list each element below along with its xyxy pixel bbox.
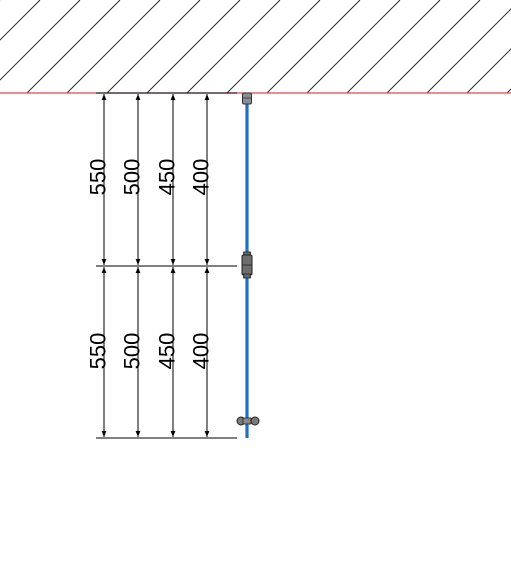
dimension-label: 450 — [155, 333, 180, 370]
ceiling-mount-icon — [242, 92, 252, 105]
dimension-label: 450 — [155, 159, 180, 196]
rod-coupler-icon — [241, 251, 253, 279]
hatch-line — [306, 0, 401, 93]
dimension-label: 400 — [189, 159, 214, 196]
hatch-line — [146, 0, 241, 93]
hatch-line — [0, 0, 81, 81]
hatch-line — [186, 0, 281, 93]
hatch-line — [466, 48, 511, 93]
hatch-line — [0, 0, 41, 41]
hatch-line — [266, 0, 361, 93]
dimension-label: 500 — [120, 159, 145, 196]
dim-upper-550: 550 — [86, 94, 111, 265]
dim-lower-400: 400 — [189, 267, 214, 437]
hatch-line — [346, 0, 441, 93]
dimension-label: 500 — [120, 333, 145, 370]
hatch-line — [226, 0, 321, 93]
dimension-label: 400 — [189, 333, 214, 370]
extension-lines — [96, 92, 237, 439]
hatch-line — [426, 8, 511, 93]
upper-dimension-group: 550 500 450 400 — [86, 94, 214, 265]
dim-lower-550: 550 — [86, 267, 111, 437]
dim-upper-500: 500 — [120, 94, 145, 265]
lower-dimension-group: 550 500 450 400 — [86, 267, 214, 437]
dimension-label: 550 — [86, 159, 111, 196]
hatch-line — [386, 0, 481, 93]
dim-lower-450: 450 — [155, 267, 180, 437]
rod-end-knob-icon — [236, 416, 260, 426]
ceiling-hatch — [0, 0, 511, 93]
dim-lower-500: 500 — [120, 267, 145, 437]
hatch-line — [106, 0, 201, 93]
dimension-label: 550 — [86, 333, 111, 370]
dim-upper-400: 400 — [189, 94, 214, 265]
hatch-line — [506, 88, 511, 93]
dim-upper-450: 450 — [155, 94, 180, 265]
hatch-line — [26, 0, 121, 93]
hatch-line — [66, 0, 161, 93]
